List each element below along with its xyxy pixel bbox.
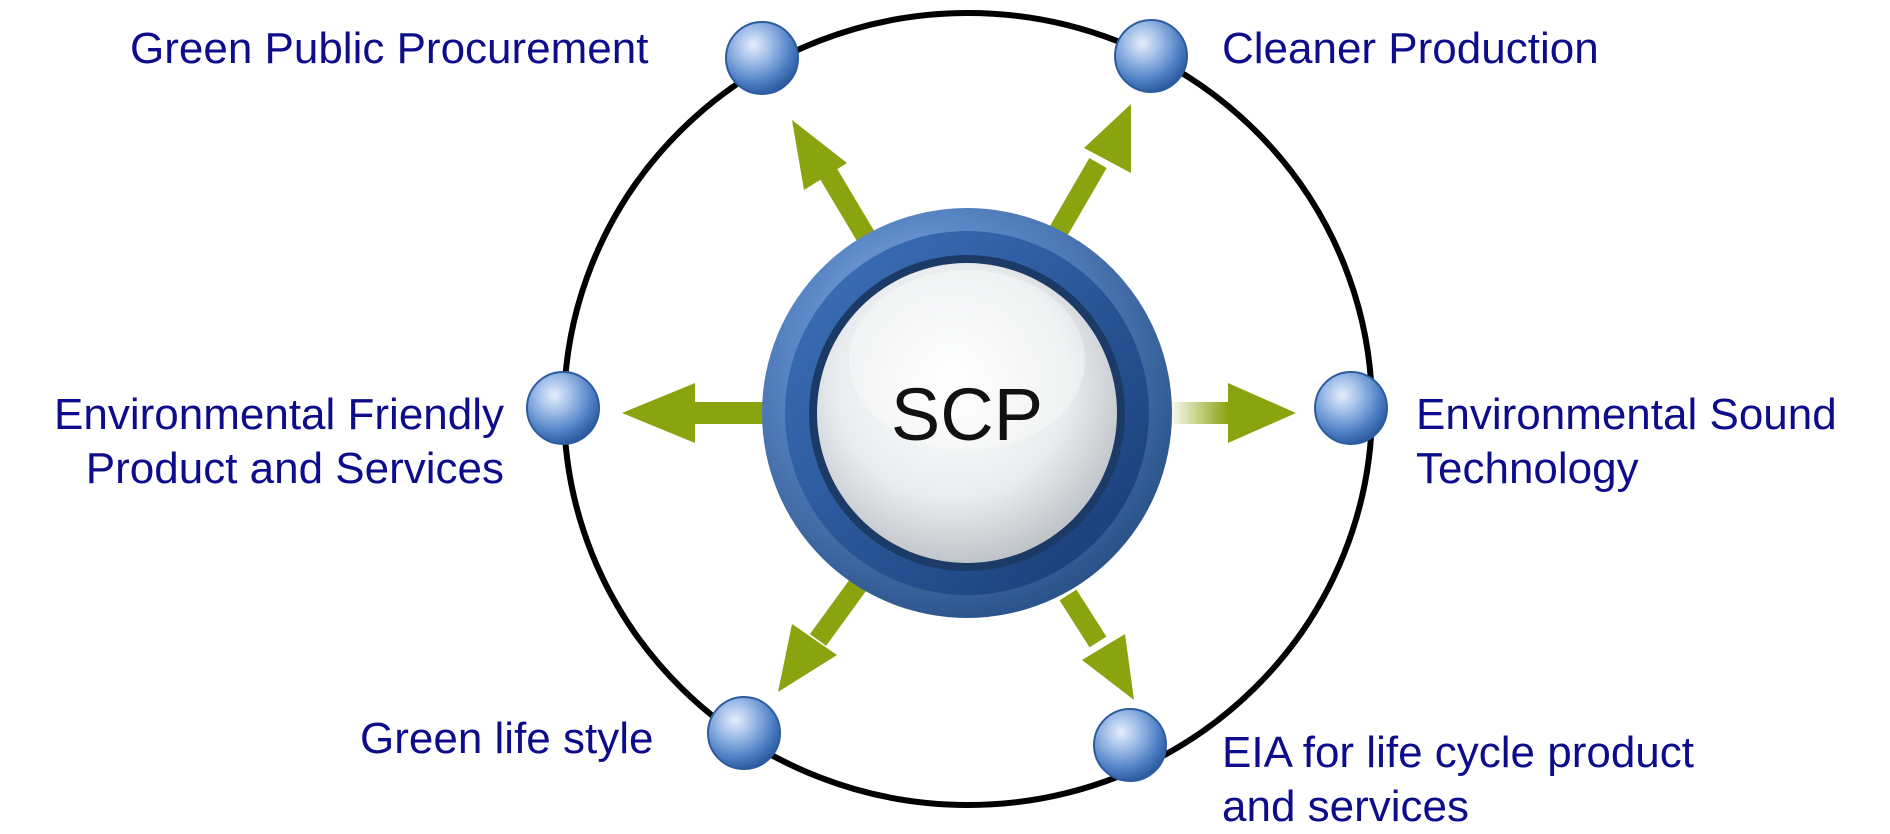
node-green-life-style [707, 696, 781, 770]
label-line-2: Technology [1416, 444, 1639, 493]
scp-hub: SCP [762, 208, 1172, 618]
label-text: Cleaner Production [1222, 24, 1599, 73]
label-environmental-sound: Environmental Sound Technology [1416, 388, 1837, 496]
label-line-2: and services [1222, 782, 1470, 831]
node-environmental-friendly [526, 371, 600, 445]
arrow-to-eia [1059, 589, 1134, 700]
label-cleaner-production: Cleaner Production [1222, 22, 1599, 76]
node-environmental-sound [1314, 371, 1388, 445]
label-green-public-procurement: Green Public Procurement [130, 22, 648, 76]
label-line-1: Environmental Sound [1416, 390, 1837, 439]
label-text: Green Public Procurement [130, 24, 649, 73]
node-cleaner-production [1114, 19, 1188, 93]
arrow-to-green-life-style [778, 579, 867, 692]
node-eia [1093, 708, 1167, 782]
label-line-1: Environmental Friendly [54, 390, 504, 439]
label-eia: EIA for life cycle product and services [1222, 726, 1694, 834]
scp-center-label: SCP [891, 373, 1043, 456]
label-line-2: Product and Services [85, 444, 504, 493]
label-line-1: EIA for life cycle product [1222, 728, 1694, 777]
node-green-public-procurement [725, 21, 799, 95]
label-environmental-friendly: Environmental Friendly Product and Servi… [10, 388, 504, 496]
label-green-life-style: Green life style [360, 712, 653, 766]
arrow-to-environmental-sound [1168, 383, 1296, 443]
arrow-to-environmental-friendly [622, 383, 765, 443]
arrow-to-green-public-procurement [792, 120, 877, 246]
arrow-to-cleaner-production [1049, 104, 1131, 238]
label-text: Green life style [360, 714, 654, 763]
